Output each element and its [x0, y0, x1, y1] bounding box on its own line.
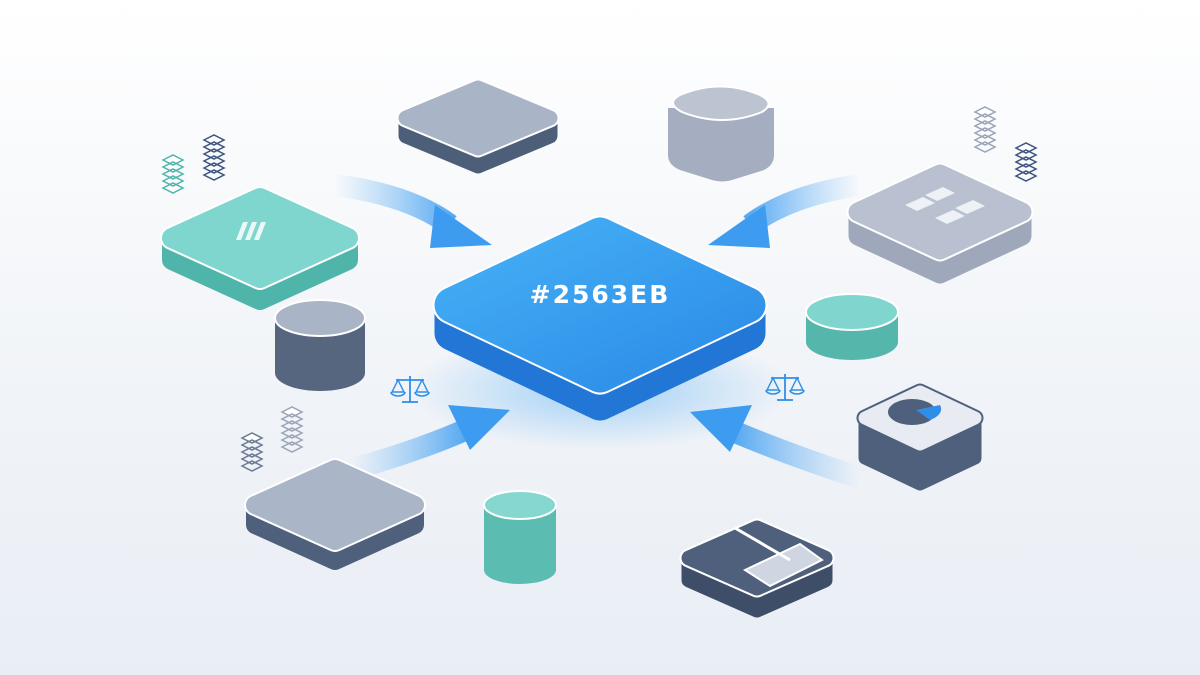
node-bottom-left-slab — [244, 458, 426, 570]
node-top-left-slab — [396, 78, 560, 174]
split-panel — [734, 526, 824, 588]
arrow-top-left — [333, 174, 492, 248]
scales-icon — [765, 374, 805, 401]
arrowhead-icon — [690, 405, 752, 452]
layers-icon — [1014, 142, 1038, 182]
scales-icon — [390, 376, 430, 403]
arrows — [333, 174, 864, 489]
node-left-teal-slab-top — [162, 188, 358, 288]
hub-label: #2563EB — [529, 280, 671, 309]
menu-lines-icon — [236, 222, 266, 240]
node-right-gray-slab-top — [848, 164, 1032, 260]
layers-icon — [240, 432, 264, 472]
arrow-bottom-right — [690, 405, 864, 489]
node-bottom-teal-cylinder-top — [483, 490, 557, 520]
arrow-bottom-left — [346, 405, 510, 481]
nodes — [160, 78, 1034, 618]
arrowhead-icon — [430, 205, 492, 248]
node-right-teal-cylinder-top — [805, 293, 899, 331]
node-left-cylinder — [274, 299, 366, 391]
layers-icon — [202, 134, 226, 181]
node-left-teal-slab — [160, 186, 360, 310]
node-right-gray-slab — [846, 162, 1034, 284]
hub-node — [432, 215, 768, 421]
node-left-cylinder-side — [275, 318, 365, 391]
icons — [161, 106, 1038, 472]
pie-chart-icon — [888, 399, 942, 425]
node-left-cylinder-top — [274, 299, 366, 337]
hub-node-top — [434, 217, 766, 393]
node-top-left-slab-top — [398, 80, 558, 156]
arrow-top-right — [708, 174, 862, 248]
node-bottom-left-slab-top — [246, 460, 424, 550]
layers-icon — [161, 154, 185, 194]
layers-icon — [973, 106, 997, 153]
layers-icon — [280, 406, 304, 453]
arrowhead-icon — [708, 205, 770, 248]
node-bottom-teal-cylinder — [483, 490, 557, 584]
node-bottom-teal-cylinder-side — [484, 505, 556, 584]
node-right-teal-cylinder — [805, 293, 899, 360]
node-top-right-cube — [668, 85, 774, 182]
arrowhead-icon — [448, 405, 510, 450]
grid-icon — [905, 187, 985, 224]
